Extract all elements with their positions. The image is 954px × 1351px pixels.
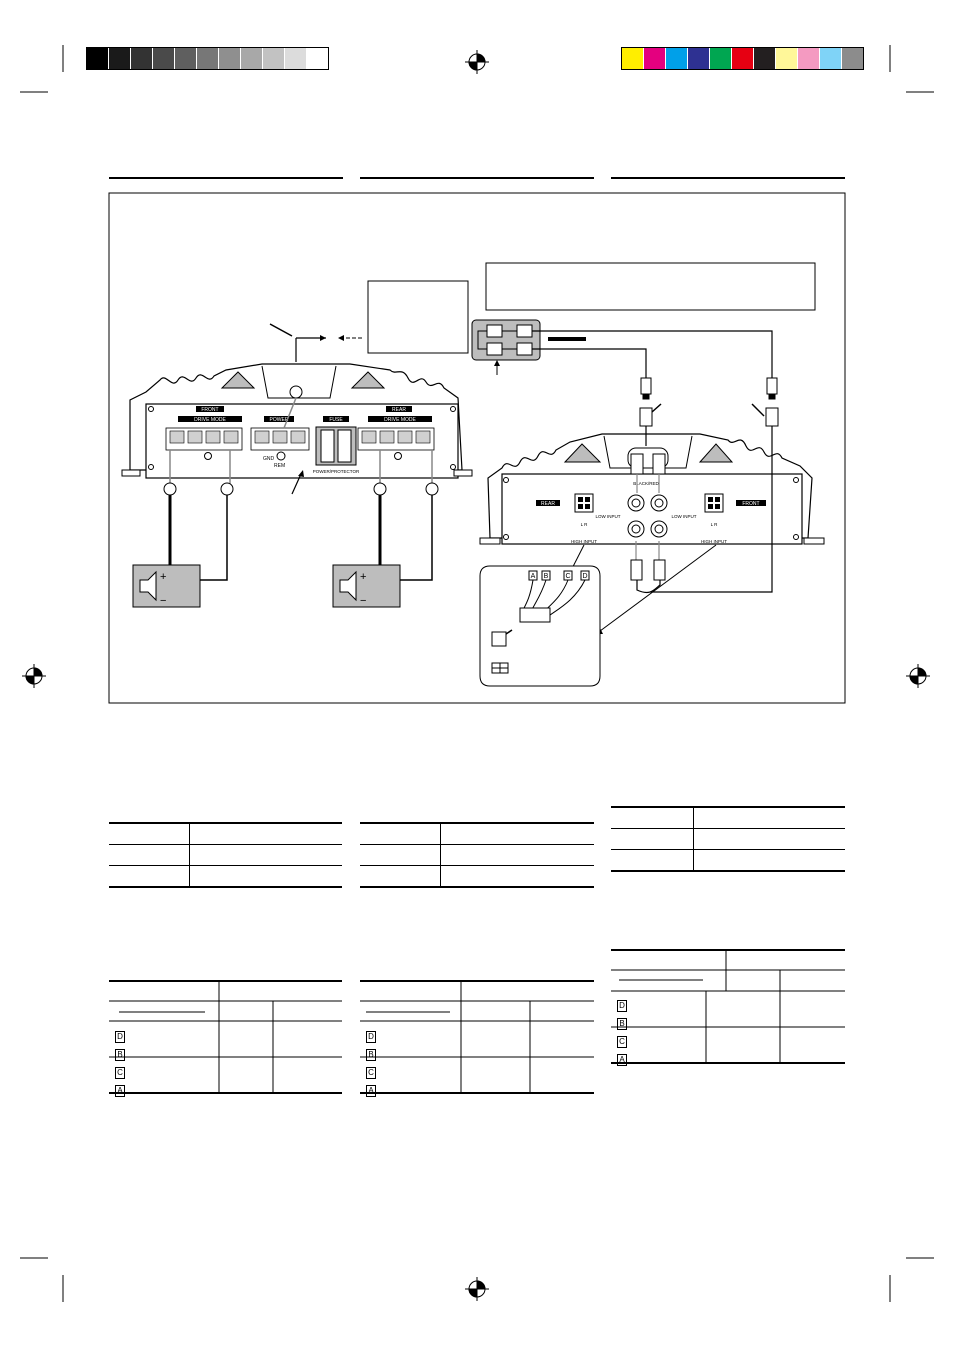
gray-swatch <box>285 48 307 69</box>
section-rule-middle <box>360 177 594 179</box>
amplifier-left: FRONT DRIVE MODE POWER FUSE REAR DRIVE M… <box>121 363 473 495</box>
svg-text:−: − <box>160 595 166 607</box>
gray-swatch <box>109 48 131 69</box>
gray-swatch <box>263 48 285 69</box>
svg-text:REAR: REAR <box>541 501 555 507</box>
gray-swatch <box>153 48 175 69</box>
svg-text:REM: REM <box>274 463 285 469</box>
process-color-swatch <box>842 48 863 69</box>
svg-text:D: D <box>582 573 587 580</box>
gray-swatch <box>87 48 109 69</box>
process-color-swatch <box>776 48 798 69</box>
gray-swatch <box>131 48 153 69</box>
svg-text:GND: GND <box>263 456 275 462</box>
svg-text:POWER: POWER <box>270 417 289 423</box>
svg-text:B: B <box>544 573 549 580</box>
svg-text:POWER/PROTECTOR: POWER/PROTECTOR <box>313 469 360 474</box>
svg-text:DRIVE MODE: DRIVE MODE <box>194 417 226 423</box>
svg-text:FRONT: FRONT <box>742 501 759 507</box>
gray-swatch <box>219 48 241 69</box>
svg-text:BLACK/RED: BLACK/RED <box>633 481 659 486</box>
wiring-diagram: FRONT DRIVE MODE POWER FUSE REAR DRIVE M… <box>108 192 846 704</box>
gray-swatch <box>175 48 197 69</box>
svg-text:L R: L R <box>711 522 719 527</box>
spec-table-3 <box>611 806 845 872</box>
svg-text:FRONT: FRONT <box>201 407 218 413</box>
section-rule-right <box>611 177 845 179</box>
section-rule-left <box>109 177 343 179</box>
head-unit-box <box>367 280 469 354</box>
registration-target-right <box>906 664 930 688</box>
process-color-bar <box>621 47 864 70</box>
svg-text:HIGH INPUT: HIGH INPUT <box>701 539 727 544</box>
grayscale-color-bar <box>86 47 329 70</box>
spec-table-1 <box>109 822 342 888</box>
amplifier-right: REAR FRONT L R HIGH INPUT L R HIGH INPUT… <box>479 426 825 545</box>
svg-text:FUSE: FUSE <box>329 417 343 423</box>
note-box <box>485 262 816 311</box>
process-color-swatch <box>688 48 710 69</box>
svg-text:A: A <box>531 573 536 580</box>
process-color-swatch <box>820 48 842 69</box>
rca-y-adapter <box>471 319 541 361</box>
gray-swatch <box>241 48 263 69</box>
process-color-swatch <box>666 48 688 69</box>
process-color-swatch <box>732 48 754 69</box>
svg-text:HIGH INPUT: HIGH INPUT <box>571 539 597 544</box>
svg-text:LOW INPUT: LOW INPUT <box>671 514 696 519</box>
svg-text:+: + <box>360 571 366 583</box>
gray-swatch <box>197 48 219 69</box>
spec-table-2 <box>360 822 594 888</box>
registration-target-left <box>22 664 46 688</box>
svg-text:C: C <box>565 573 570 580</box>
process-color-swatch <box>754 48 776 69</box>
registration-target-top <box>465 50 489 74</box>
process-color-swatch <box>622 48 644 69</box>
svg-text:+: + <box>160 571 166 583</box>
speaker-front: + − <box>132 564 201 608</box>
svg-text:−: − <box>360 595 366 607</box>
svg-text:LOW INPUT: LOW INPUT <box>595 514 620 519</box>
process-color-swatch <box>798 48 820 69</box>
svg-text:L R: L R <box>581 522 589 527</box>
process-color-swatch <box>644 48 666 69</box>
process-color-swatch <box>710 48 732 69</box>
gray-swatch <box>307 48 328 69</box>
svg-text:DRIVE MODE: DRIVE MODE <box>384 417 416 423</box>
zoom-callout <box>479 565 601 687</box>
registration-target-bottom <box>465 1277 489 1301</box>
svg-text:REAR: REAR <box>392 407 406 413</box>
speaker-rear: + − <box>332 564 401 608</box>
